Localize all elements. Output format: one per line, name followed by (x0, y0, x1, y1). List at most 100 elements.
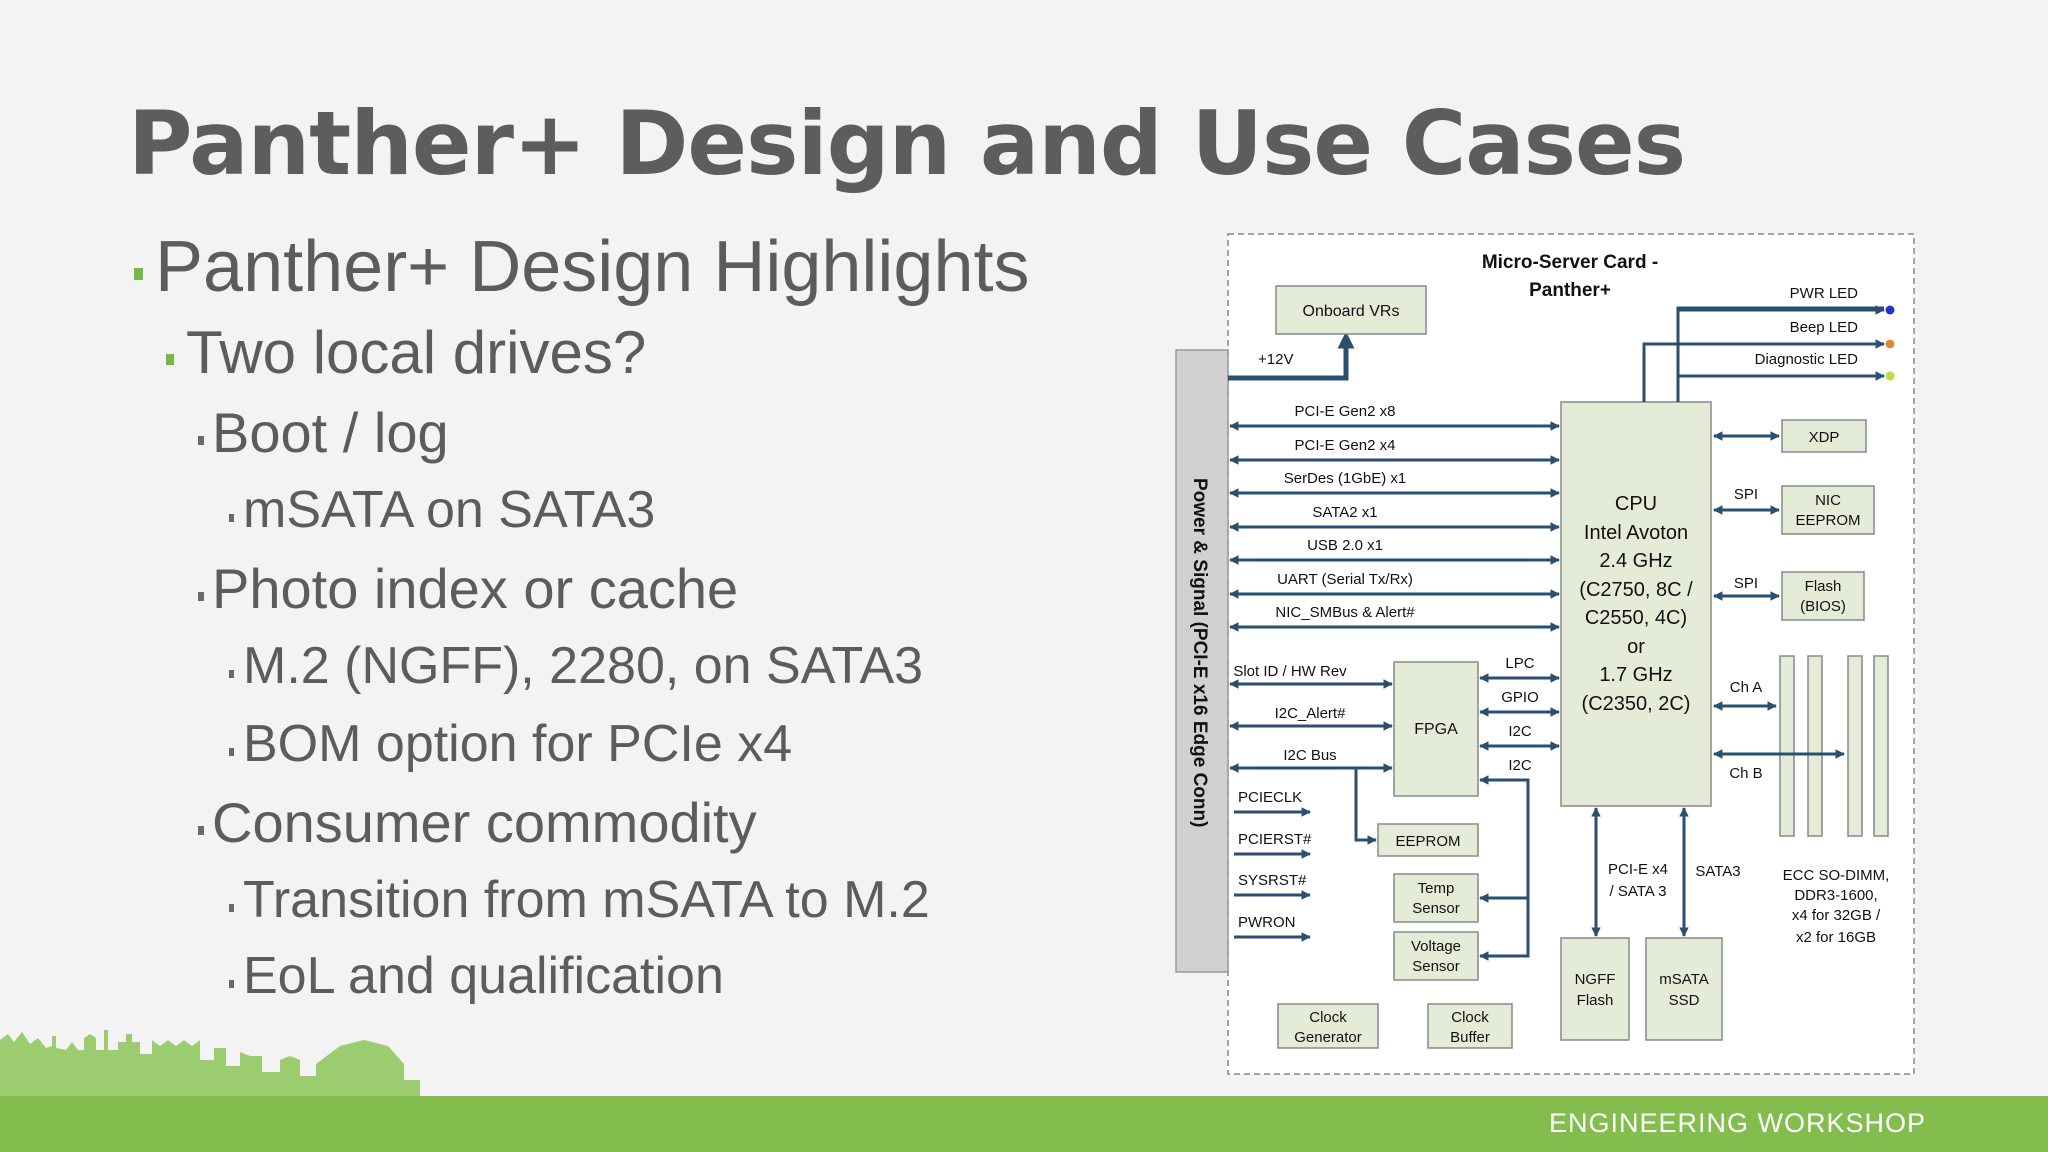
bullet-text: Two local drives? (186, 319, 647, 386)
beep-led-label: Beep LED (1790, 319, 1859, 336)
flash-bios-box (1781, 571, 1865, 621)
edge-connector-label: Power & Signal (PCI-E x16 Edge Conn) (1189, 478, 1210, 827)
sata3-label: SATA3 (1695, 863, 1740, 880)
edge-connector (1175, 349, 1229, 973)
bullet-text: mSATA on SATA3 (243, 481, 656, 539)
clock-buffer-label: Clock (1451, 1009, 1489, 1026)
page-title: Panther+ Design and Use Cases (128, 92, 1686, 195)
bullet-marker (198, 592, 204, 601)
xdp-label: XDP (1809, 429, 1840, 446)
bullet-item: mSATA on SATA3 (229, 480, 656, 540)
cpu-line: 1.7 GHz (1599, 664, 1672, 686)
bullet-marker (166, 354, 174, 365)
cpu-line: or (1627, 636, 1645, 658)
cpu-box (1560, 401, 1712, 807)
plus12v-label: +12V (1258, 351, 1293, 368)
voltage-sensor-label: Voltage (1411, 938, 1461, 955)
footer-bar: ENGINEERING WORKSHOP (0, 1096, 2048, 1152)
cpu-line: (C2750, 8C / (1579, 579, 1693, 601)
bullet-text: Photo index or cache (212, 557, 739, 620)
bullet-item: M.2 (NGFF), 2280, on SATA3 (229, 636, 924, 696)
nic-eeprom-label: EEPROM (1795, 512, 1860, 529)
flash-bios-label: Flash (1805, 578, 1842, 595)
clock-generator-label: Generator (1294, 1029, 1362, 1046)
bullet-item: Two local drives? (166, 318, 647, 387)
bullet-text: Boot / log (212, 401, 449, 464)
pcie-sata-label: / SATA 3 (1610, 883, 1667, 900)
bullet-item: BOM option for PCIe x4 (229, 714, 792, 774)
onboard-vrs-box (1275, 285, 1427, 335)
bullet-marker (229, 904, 234, 912)
fpga-side-label: I2C_Alert# (1275, 705, 1347, 722)
bullet-text: EoL and qualification (243, 947, 724, 1005)
fpga-side-label: SYSRST# (1238, 872, 1307, 889)
dimm-slot (1873, 655, 1889, 837)
nic-eeprom-box (1781, 485, 1875, 535)
msata-ssd-label: mSATA (1659, 971, 1708, 988)
cpu-line: (C2350, 2C) (1582, 693, 1691, 715)
dimm-note: ECC SO-DIMM, (1783, 867, 1890, 884)
pcie-sata-label: PCI-E x4 (1608, 861, 1668, 878)
bus-label: SATA2 x1 (1312, 504, 1377, 521)
bullet-item: Boot / log (198, 400, 449, 465)
ngff-flash-box (1560, 937, 1630, 1041)
pwr-led-label: PWR LED (1790, 285, 1859, 302)
eeprom-box (1377, 823, 1479, 857)
fpga-label: FPGA (1414, 721, 1458, 738)
dimm-slot (1807, 655, 1823, 837)
voltage-sensor-label: Sensor (1412, 958, 1460, 975)
beep-led-dot (1885, 339, 1895, 349)
fpga-side-label: PCIERST# (1238, 831, 1312, 848)
fpga-side-label: PWRON (1238, 914, 1296, 931)
onboard-vrs-label: Onboard VRs (1303, 303, 1400, 320)
bus-arrows (1229, 421, 1560, 632)
bullet-item: Consumer commodity (198, 790, 757, 855)
power-path (1228, 331, 1355, 381)
bullet-item: Photo index or cache (198, 556, 739, 621)
bullet-marker (134, 268, 143, 280)
fpga-side-label: Slot ID / HW Rev (1233, 663, 1347, 680)
bus-label: UART (Serial Tx/Rx) (1277, 571, 1413, 588)
fpga-cpu-label: I2C (1508, 723, 1532, 740)
clock-generator-box (1277, 1003, 1379, 1049)
bullet-item: EoL and qualification (229, 946, 724, 1006)
bus-label: SerDes (1GbE) x1 (1284, 470, 1407, 487)
dimm-note: x4 for 32GB / (1792, 907, 1881, 924)
bullet-marker (198, 436, 204, 445)
temp-sensor-box (1393, 873, 1479, 923)
bullet-marker (229, 514, 234, 522)
city-skyline-illustration (0, 1030, 420, 1096)
eeprom-label: EEPROM (1395, 833, 1460, 850)
ch-b-label: Ch B (1729, 765, 1762, 782)
fpga-side-arrows (1229, 679, 1393, 942)
pwr-led-dot (1885, 305, 1895, 315)
clock-buffer-label: Buffer (1450, 1029, 1490, 1046)
bullet-marker (229, 980, 234, 988)
bullet-item: Panther+ Design Highlights (134, 226, 1030, 308)
ch-a-label: Ch A (1730, 679, 1763, 696)
bullet-marker (198, 826, 204, 835)
ngff-flash-label: NGFF (1575, 971, 1616, 988)
fpga-box (1393, 661, 1479, 797)
spi-a-label: SPI (1734, 486, 1758, 503)
fpga-side-label: PCIECLK (1238, 789, 1302, 806)
dimm-slot (1779, 655, 1795, 837)
cpu-line: CPU (1615, 493, 1657, 515)
xdp-box (1781, 419, 1867, 453)
spi-b-label: SPI (1734, 575, 1758, 592)
bullet-marker (229, 670, 234, 678)
diag-led-dot (1885, 371, 1895, 381)
bullet-text: Transition from mSATA to M.2 (243, 871, 930, 929)
clock-generator-label: Clock (1309, 1009, 1347, 1026)
msata-ssd-box (1645, 937, 1723, 1041)
msata-ssd-label: SSD (1669, 992, 1700, 1009)
nic-eeprom-label: NIC (1815, 492, 1841, 509)
dimm-note: x2 for 16GB (1796, 929, 1876, 946)
bullet-text: M.2 (NGFF), 2280, on SATA3 (243, 637, 924, 695)
bullet-text: Panther+ Design Highlights (155, 227, 1030, 307)
cpu-line: Intel Avoton (1584, 522, 1688, 544)
bullet-item: Transition from mSATA to M.2 (229, 870, 930, 930)
dimm-note: DDR3-1600, (1794, 887, 1877, 904)
diagram-title-line2: Panther+ (1529, 280, 1611, 301)
cpu-line: 2.4 GHz (1599, 550, 1672, 572)
